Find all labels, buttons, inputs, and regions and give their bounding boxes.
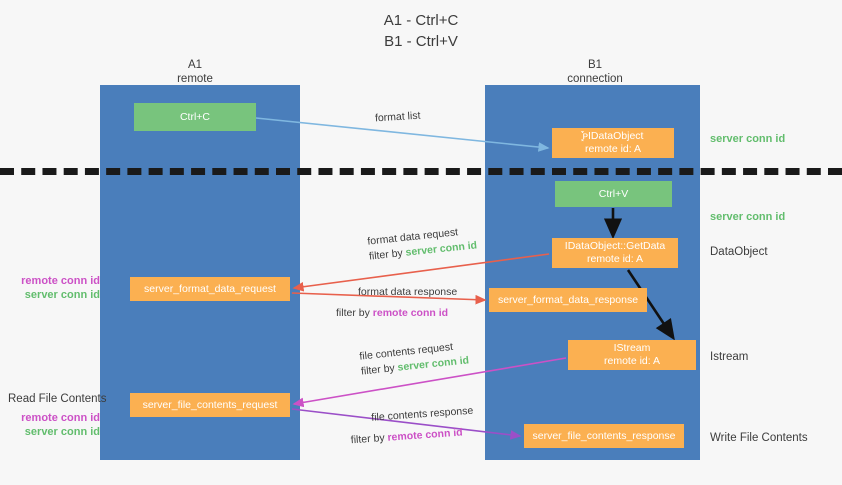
box-ctrl-v-label: Ctrl+V [598,187,629,200]
box-server-format-data-request-label: server_format_data_request [144,282,276,295]
conn-id-left-lower: remote conn id server conn id [8,411,100,439]
label-dataobject: DataObject [710,246,768,258]
box-server-format-data-response[interactable]: server_format_data_response [489,288,647,312]
filter-by-prefix-4: filter by [350,431,388,447]
conn-id-remote-left-upper: remote conn id [21,275,100,287]
annotation-format-list: format list [375,109,421,127]
box-set-idataobject[interactable]: ͓͒ᴩIDataObject remote id: A [552,128,674,158]
column-a1-role: remote [177,73,213,85]
column-header-b1: B1 connection [520,58,670,86]
box-istream[interactable]: IStream remote id: A [568,340,696,370]
box-idataobject-getdata[interactable]: IDataObject::GetData remote id: A [552,238,678,268]
column-b1-role: connection [567,73,623,85]
box-server-file-contents-response[interactable]: server_file_contents_response [524,424,684,448]
conn-id-server-left-upper: server conn id [24,289,100,301]
filter-conn-id-2: remote conn id [372,307,449,319]
annotation-format-data-response: format data response filter by remote co… [336,285,457,321]
box-server-file-contents-response-label: server_file_contents_response [532,429,676,442]
box-getdata-title: IDataObject::GetData [564,240,666,252]
column-a1-name: A1 [187,59,203,71]
annotation-format-data-response-text: format data response [358,286,458,298]
label-read-file-contents: Read File Contents [8,393,107,405]
box-ctrl-c-label: Ctrl+C [179,110,211,123]
conn-id-remote-left-lower: remote conn id [21,412,100,424]
conn-id-middle: server conn id [710,210,785,224]
conn-id-left-upper: remote conn id server conn id [8,274,100,302]
label-istream: Istream [710,351,749,363]
box-istream-remote-id: remote id: A [603,355,661,367]
page-title: A1 - Ctrl+C B1 - Ctrl+V [0,10,842,52]
box-getdata-remote-id: remote id: A [586,253,644,265]
box-server-file-contents-request[interactable]: server_file_contents_request [130,393,290,417]
box-set-idataobject-title: ͓͒ᴩIDataObject [582,130,644,142]
title-line-2: B1 - Ctrl+V [384,33,458,50]
box-ctrl-v[interactable]: Ctrl+V [555,181,672,207]
conn-id-server-top: server conn id [710,133,786,145]
conn-id-server-middle: server conn id [710,211,786,223]
box-server-format-data-response-label: server_format_data_response [497,293,639,306]
box-set-idataobject-remote-id: remote id: A [584,143,642,155]
filter-by-prefix-1: filter by [368,246,407,263]
conn-id-top: server conn id [710,132,785,146]
filter-by-prefix-2: filter by [336,307,373,319]
box-istream-title: IStream [613,342,651,354]
filter-conn-id-4: remote conn id [387,426,464,444]
annotation-format-list-text: format list [374,109,421,125]
box-ctrl-c[interactable]: Ctrl+C [134,103,256,131]
box-server-format-data-request[interactable]: server_format_data_request [130,277,290,301]
annotation-format-data-response-filter: filter by remote conn id [336,300,457,321]
box-server-file-contents-request-label: server_file_contents_request [142,398,278,411]
column-b1-name: B1 [587,59,603,71]
label-write-file-contents: Write File Contents [710,432,808,444]
phase-divider [0,168,842,175]
filter-by-prefix-3: filter by [360,361,399,378]
title-line-1: A1 - Ctrl+C [383,12,459,29]
column-header-a1: A1 remote [120,58,270,86]
conn-id-server-left-lower: server conn id [24,426,100,438]
